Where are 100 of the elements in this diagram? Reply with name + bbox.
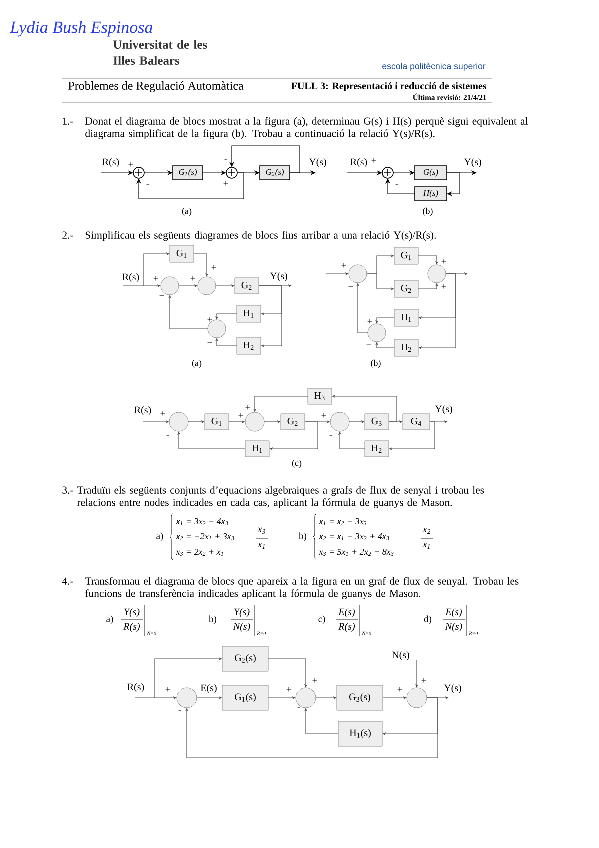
fraction-numerator: E(s) <box>338 608 356 618</box>
arrow <box>177 432 246 450</box>
figure-caption: (b) <box>371 360 381 368</box>
summing-junction <box>176 688 198 708</box>
signal-label: R(s) <box>134 406 152 416</box>
option-label: c) <box>318 616 326 624</box>
sign-label: − <box>208 342 212 343</box>
problem-statement: Transformau el diagrama de blocs que apareix a la figura en un graf de flux de senyal. Trobau les funcions de transferència indicades aplicant la fórmula de guanys de Mason. <box>85 577 519 600</box>
signal-label: N(s) <box>392 651 410 661</box>
option-label: b) <box>299 532 307 542</box>
figure-caption: (a) <box>182 208 192 216</box>
transfer-block: H$_{1}$ <box>394 309 419 327</box>
sign-label: + <box>246 405 250 410</box>
sign-label: + <box>368 319 372 324</box>
fraction-denominator: N(s) <box>233 622 250 632</box>
fraction-denominator: x$_{1}$ <box>258 542 265 550</box>
problem-statement: Simplificau els següents diagrames de blocs fins arribar a una relació Y(s)/R(s). <box>86 231 436 242</box>
school-name: escola politècnica superior <box>382 62 486 72</box>
sign-label: + <box>342 263 346 268</box>
problem-number: 4.- <box>62 578 74 585</box>
transfer-block: G$_{1}$ <box>170 245 194 263</box>
transfer-block: G(s) <box>414 166 448 180</box>
transfer-block: G$_{1}$(s) <box>222 685 269 711</box>
sign-label: + <box>128 162 134 167</box>
transfer-block: H(s) <box>414 186 448 202</box>
transfer-block: H$_{1}$(s) <box>338 721 383 747</box>
signal-label: E(s) <box>200 684 217 694</box>
transfer-block: G$_{2}$ <box>394 280 419 298</box>
fraction-denominator: R(s) <box>124 622 140 632</box>
sign-label: + <box>322 413 326 418</box>
sign-label: + <box>442 284 446 289</box>
arrow <box>418 256 439 265</box>
equation: x$_{3}$ = 5x$_{1}$ + 2x$_{2}$ − 8x$_{3}$ <box>319 548 394 556</box>
problem-number: 1.- <box>63 118 74 125</box>
summing-junction <box>198 276 216 296</box>
signal-label: Y(s) <box>444 684 462 694</box>
arrow <box>356 283 368 334</box>
sign-label: + <box>154 276 158 281</box>
summing-junction <box>296 688 316 708</box>
fraction-numerator: Y(s) <box>234 608 250 618</box>
sign-label: + <box>190 276 196 281</box>
transfer-block: G$_{1}$ <box>394 247 419 265</box>
arrow <box>270 422 318 451</box>
sign-label: + <box>238 413 244 418</box>
figure-caption: (c) <box>292 460 302 468</box>
transfer-block: H$_{2}$ <box>364 440 390 458</box>
transfer-block: H$_{2}$ <box>394 339 419 357</box>
arrow <box>418 274 456 350</box>
arrow <box>194 254 209 277</box>
transfer-block: G$_{3}$(s) <box>336 685 384 711</box>
signal-label: R(s) <box>350 158 368 168</box>
summing-junction <box>348 264 368 284</box>
summing-junction <box>169 412 189 432</box>
equation: x$_{1}$ = x$_{2}$ − 3x$_{3}$ <box>319 518 367 526</box>
transfer-block: H$_{1}$ <box>236 305 262 323</box>
arrow <box>154 657 222 698</box>
sign-label: - <box>146 184 150 186</box>
signal-label: R(s) <box>102 158 120 168</box>
summing-junction <box>406 688 428 708</box>
arrow <box>215 338 238 346</box>
sign-label: + <box>160 411 166 416</box>
arrow <box>168 295 208 330</box>
transfer-block: G$_{2}$ <box>280 414 306 430</box>
transfer-block: G$_{1}$(s) <box>172 166 204 180</box>
option-label: b) <box>209 616 217 624</box>
fraction-numerator: x$_{3}$ <box>258 528 266 534</box>
arrow <box>258 286 282 348</box>
fraction-numerator: E(s) <box>446 608 462 618</box>
summing-junction <box>226 167 238 179</box>
option-label: a) <box>106 616 114 624</box>
transfer-block: G$_{2}$ <box>234 278 260 294</box>
transfer-block: G$_{4}$ <box>402 414 430 430</box>
signal-label: Y(s) <box>270 272 288 282</box>
arrow <box>385 178 416 194</box>
option-label: d) <box>424 616 432 624</box>
signal-label: Y(s) <box>435 405 452 415</box>
sign-label: + <box>442 259 446 264</box>
arrow <box>268 658 308 688</box>
transfer-block: H$_{1}$ <box>245 440 270 458</box>
summing-junction <box>368 324 386 342</box>
transfer-block: H$_{3}$ <box>308 388 332 405</box>
figure-caption: (a) <box>192 360 202 368</box>
fraction-denominator: N(s) <box>445 622 462 632</box>
summing-junction <box>428 264 446 284</box>
university-name: Universitat de les Illes Balears <box>114 40 208 65</box>
arrow <box>304 708 339 734</box>
summing-junction <box>160 276 180 296</box>
arrow <box>446 172 460 197</box>
sign-label: + <box>422 678 426 683</box>
summing-junction <box>133 167 145 179</box>
arrow <box>375 342 395 348</box>
transfer-block: G$_{1}$ <box>204 414 230 430</box>
problem-number: 2.- <box>62 232 74 239</box>
sign-label: + <box>372 158 376 163</box>
transfer-block: G$_{2}$(s) <box>222 646 269 672</box>
fraction-denominator: R(s) <box>338 622 356 632</box>
sign-label: + <box>398 687 402 692</box>
sign-label: + <box>166 687 170 692</box>
sign-label: + <box>224 181 228 186</box>
arrow <box>144 252 170 286</box>
